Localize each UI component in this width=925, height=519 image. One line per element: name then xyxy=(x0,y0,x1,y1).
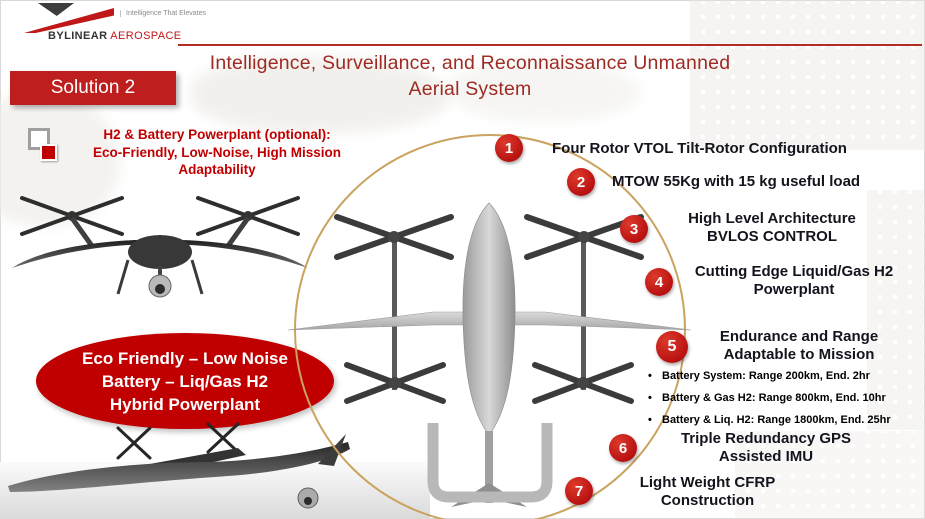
feature-1-badge: 1 xyxy=(495,134,523,162)
title-rule xyxy=(178,44,922,46)
feature-text-line: Triple Redundancy GPS xyxy=(680,430,852,447)
feature-text-line: Light Weight CFRP xyxy=(639,474,776,491)
background-grid-bottom-right xyxy=(735,431,925,519)
powerplant-note-line2: Eco-Friendly, Low-Noise, High Mission xyxy=(92,144,342,160)
logo-brand-primary: BYLINEAR xyxy=(48,30,108,42)
bullet-dot-icon: • xyxy=(648,392,652,404)
feature-3-text: High Level Architecture BVLOS CONTROL xyxy=(652,210,892,246)
solution-badge: Solution 2 xyxy=(10,71,176,105)
feature-text-line: MTOW 55Kg with 15 kg useful load xyxy=(612,173,861,190)
logo-tagline: Intelligence That Elevates xyxy=(120,10,206,17)
feature-5-badge: 5 xyxy=(656,331,688,363)
bullet-text: Battery & Liq. H2: Range 1800km, End. 25… xyxy=(662,414,891,426)
feature-2-text: MTOW 55Kg with 15 kg useful load xyxy=(612,173,924,191)
bullet-text: Battery & Gas H2: Range 800km, End. 10hr xyxy=(662,392,886,404)
page-title: Intelligence, Surveillance, and Reconnai… xyxy=(168,50,772,102)
bullet-dot-icon: • xyxy=(648,414,652,426)
bullet-item: • Battery & Liq. H2: Range 1800km, End. … xyxy=(648,413,922,427)
feature-5-bullets: • Battery System: Range 200km, End. 2hr … xyxy=(648,369,922,435)
feature-text-line: High Level Architecture xyxy=(688,210,856,227)
feature-7-text: Light Weight CFRP Construction xyxy=(600,474,815,510)
powerplant-note-line3: Adaptability xyxy=(178,162,256,177)
feature-text-line: Assisted IMU xyxy=(718,448,814,465)
feature-ring xyxy=(294,134,686,519)
bullet-text: Battery System: Range 200km, End. 2hr xyxy=(662,370,870,382)
eco-oval-line1: Eco Friendly – Low Noise xyxy=(82,348,288,368)
feature-text-line: Four Rotor VTOL Tilt-Rotor Configuration xyxy=(552,140,847,157)
page-title-line1: Intelligence, Surveillance, and Reconnai… xyxy=(209,52,731,74)
logo-brand-secondary: AEROSPACE xyxy=(110,30,182,42)
eco-powerplant-oval: Eco Friendly – Low Noise Battery – Liq/G… xyxy=(36,333,334,429)
feature-7-badge: 7 xyxy=(565,477,593,505)
feature-4-text: Cutting Edge Liquid/Gas H2 Powerplant xyxy=(678,263,910,299)
feature-text-line: Cutting Edge Liquid/Gas H2 xyxy=(694,263,894,280)
feature-text-line: Powerplant xyxy=(753,281,835,298)
square-red-icon xyxy=(40,144,57,161)
feature-text-line: Adaptable to Mission xyxy=(723,346,875,363)
bullet-dot-icon: • xyxy=(648,370,652,382)
feature-5-text: Endurance and Range Adaptable to Mission xyxy=(690,328,908,364)
feature-text-line: BVLOS CONTROL xyxy=(707,228,837,245)
background-grid-right xyxy=(867,190,925,430)
bullet-item: • Battery System: Range 200km, End. 2hr xyxy=(648,369,922,383)
feature-6-text: Triple Redundancy GPS Assisted IMU xyxy=(643,430,889,466)
background-map-blob xyxy=(450,60,640,122)
logo-swoosh-dark-icon xyxy=(38,3,74,16)
feature-6-badge: 6 xyxy=(609,434,637,462)
background-grid-top-right xyxy=(690,0,925,150)
feature-3-badge: 3 xyxy=(620,215,648,243)
logo: Intelligence That Elevates BYLINEAR AERO… xyxy=(8,3,258,45)
eco-oval-line3: Hybrid Powerplant xyxy=(109,394,261,414)
background-map-blob xyxy=(190,56,450,134)
drone-top-view-image xyxy=(287,202,692,507)
feature-text-line: Endurance and Range xyxy=(719,328,879,345)
powerplant-note-line1: H2 & Battery Powerplant (optional): xyxy=(103,127,331,142)
squares-icon xyxy=(28,128,62,164)
feature-4-badge: 4 xyxy=(645,268,673,296)
page-title-line2: Aerial System xyxy=(408,78,532,100)
bullet-item: • Battery & Gas H2: Range 800km, End. 10… xyxy=(648,391,922,405)
feature-2-badge: 2 xyxy=(567,168,595,196)
logo-brand: BYLINEAR AEROSPACE xyxy=(48,30,182,42)
feature-1-text: Four Rotor VTOL Tilt-Rotor Configuration xyxy=(552,140,924,158)
eco-oval-line2: Battery – Liq/Gas H2 xyxy=(101,371,269,391)
powerplant-note: H2 & Battery Powerplant (optional): Eco-… xyxy=(62,126,372,179)
drone-front-view-image xyxy=(12,196,308,298)
feature-text-line: Construction xyxy=(660,492,755,509)
